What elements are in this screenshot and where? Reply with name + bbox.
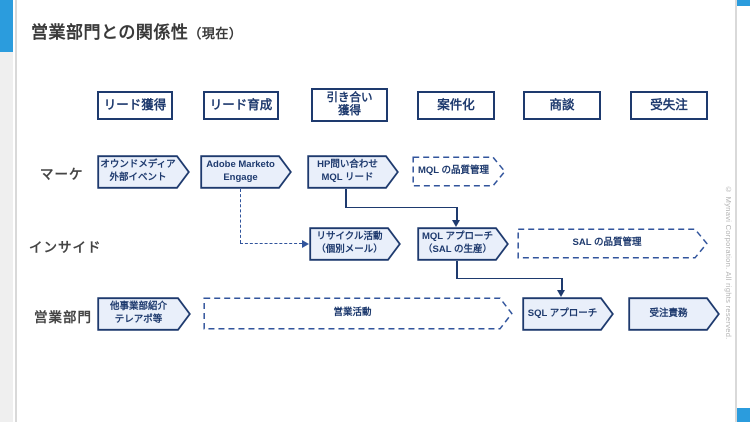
chevron-label: MQL アプローチ（SAL の生産） — [421, 231, 494, 255]
right-border-line — [735, 0, 737, 422]
stage-box-deal-creation: 案件化 — [417, 91, 495, 120]
copyright-vertical-text: © Mynavi Corporation. All rights reserve… — [724, 185, 733, 340]
stage-box-lead-acquisition: リード獲得 — [97, 91, 173, 120]
accent-bar-top-right — [737, 0, 750, 6]
connector-mqlapproach-to-sql-v2 — [561, 277, 563, 291]
stage-label: 商談 — [549, 98, 575, 113]
stage-label: リード育成 — [209, 98, 273, 113]
stage-label: 案件化 — [437, 98, 475, 113]
chevron-order-duty: 受注責務 — [628, 297, 720, 331]
chevron-label: SAL の品質管理 — [572, 237, 642, 249]
chevron-label: 受注責務 — [649, 307, 688, 319]
chevron-label: 営業活動 — [333, 307, 372, 319]
row-label-sales-division: 営業部門 — [34, 310, 92, 325]
stage-box-inquiry-acquisition: 引き合い 獲得 — [311, 88, 388, 122]
chevron-mql-approach: MQL アプローチ（SAL の生産） — [417, 227, 509, 261]
arrowhead-into-mql-approach — [452, 220, 460, 227]
connector-mqlapproach-to-sql-v1 — [456, 261, 458, 279]
page-title-suffix: （現在） — [188, 26, 243, 41]
accent-bar-top-left — [0, 0, 13, 52]
chevron-label: リサイクル活動（個別メール） — [316, 231, 383, 255]
chevron-sales-activity: 営業活動 — [203, 297, 513, 330]
stage-box-negotiation: 商談 — [523, 91, 601, 120]
row-label-inside-sales: インサイド — [29, 240, 102, 255]
chevron-other-division-referral: 他事業部紹介テレアポ等 — [97, 297, 191, 331]
connector-hp-to-mqlapproach-h — [345, 206, 458, 208]
connector-hp-to-mqlapproach-v1 — [345, 189, 347, 208]
chevron-recycle-activity: リサイクル活動（個別メール） — [309, 227, 401, 261]
chevron-mql-quality-control: MQL の品質管理 — [412, 156, 506, 187]
page-title-text: 営業部門との関係性 — [31, 23, 189, 42]
chevron-owned-media: オウンドメディア外部イベント — [97, 155, 190, 189]
stage-label: 受失注 — [650, 98, 688, 113]
left-gutter-strip — [0, 52, 13, 422]
stage-box-lead-nurturing: リード育成 — [203, 91, 279, 120]
chevron-sql-approach: SQL アプローチ — [522, 297, 614, 331]
chevron-label: SQL アプローチ — [527, 307, 598, 319]
accent-square-bottom-right — [736, 408, 750, 422]
left-border-line — [15, 0, 17, 422]
row-label-marketing: マーケ — [40, 167, 84, 182]
stage-label-line2: 獲得 — [338, 105, 361, 117]
chevron-sal-quality-control: SAL の品質管理 — [517, 228, 708, 259]
stage-label-line1: 引き合い — [326, 91, 373, 104]
chevron-label: MQL の品質管理 — [417, 165, 490, 177]
arrowhead-into-recycle — [302, 240, 309, 248]
chevron-label: オウンドメディア外部イベント — [100, 159, 176, 183]
page-title: 営業部門との関係性（現在） — [31, 18, 242, 43]
connector-mqlapproach-to-sql-h — [456, 277, 562, 279]
arrowhead-into-sql-approach — [557, 290, 565, 297]
connector-marketo-to-recycle-horizontal — [240, 243, 302, 244]
connector-marketo-to-recycle-vertical — [240, 189, 241, 243]
stage-label: リード獲得 — [103, 98, 167, 113]
connector-hp-to-mqlapproach-v2 — [456, 206, 458, 221]
chevron-label: 他事業部紹介テレアポ等 — [109, 301, 167, 325]
stage-box-won-lost: 受失注 — [630, 91, 708, 120]
